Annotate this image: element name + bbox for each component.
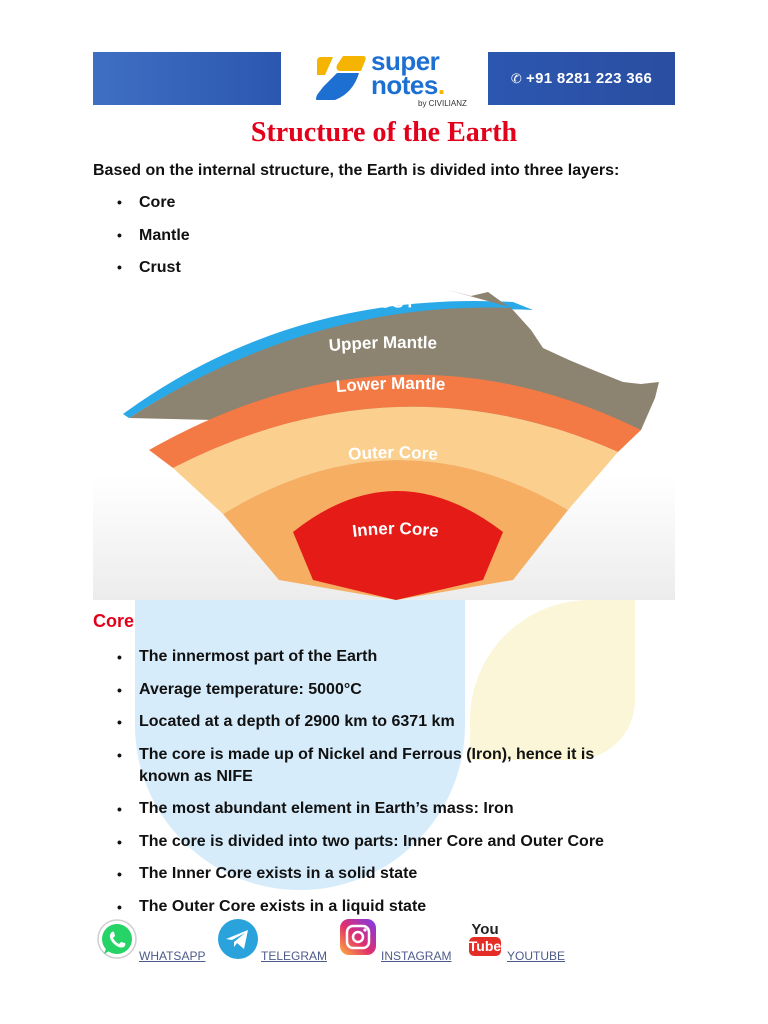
- phone-icon: ✆: [510, 70, 523, 86]
- core-heading: Core: [93, 611, 135, 631]
- header-banner: super notes. by CIVILIANZ ✆ +91 8281 223…: [93, 48, 675, 108]
- list-item: The Inner Core exists in a solid state: [117, 863, 617, 885]
- lower-mantle-layer: [173, 406, 618, 514]
- social-links: WHATSAPP TELEGRAM INSTAGRAM You: [93, 918, 653, 968]
- whatsapp-icon: [97, 919, 137, 959]
- earth-layers-svg: CRUST Upper Mantle Lower Mantle Outer Co…: [123, 290, 659, 600]
- list-item: The core is made up of Nickel and Ferrou…: [117, 744, 617, 788]
- header-left-bar: [93, 52, 281, 105]
- upper-mantle-layer: [149, 374, 641, 468]
- crust-label: CRUST: [351, 292, 416, 313]
- list-item: Mantle: [117, 227, 190, 260]
- list-item: Crust: [117, 259, 190, 292]
- lower-mantle-label: Lower Mantle: [335, 374, 446, 396]
- upper-mantle-label: Upper Mantle: [328, 333, 437, 355]
- core-points-list: The innermost part of the Earth Average …: [117, 646, 617, 928]
- logo-wordmark: super notes.: [371, 46, 445, 100]
- earth-structure-diagram: CRUST Upper Mantle Lower Mantle Outer Co…: [93, 290, 675, 600]
- youtube-link-text[interactable]: YOUTUBE: [507, 949, 566, 963]
- youtube-icon: You Tube: [469, 921, 502, 956]
- list-item: Core: [117, 194, 190, 227]
- list-item: The core is divided into two parts: Inne…: [117, 831, 617, 853]
- logo-dot: .: [437, 70, 445, 100]
- list-item: Located at a depth of 2900 km to 6371 km: [117, 711, 617, 733]
- logo-line2: notes: [371, 70, 438, 100]
- layers-list: Core Mantle Crust: [117, 194, 190, 292]
- instagram-link[interactable]: INSTAGRAM: [339, 918, 451, 963]
- inner-core-label: Inner Core: [351, 519, 440, 541]
- logo-line1: super: [371, 46, 440, 76]
- youtube-link[interactable]: You Tube YOUTUBE: [467, 918, 565, 963]
- svg-text:Tube: Tube: [469, 938, 502, 954]
- phone-number: +91 8281 223 366: [526, 70, 653, 87]
- whatsapp-link-text[interactable]: WHATSAPP: [139, 949, 206, 963]
- list-item: The most abundant element in Earth’s mas…: [117, 798, 617, 820]
- list-item: The Outer Core exists in a liquid state: [117, 896, 617, 918]
- supernotes-logo-mark: [316, 56, 366, 100]
- intro-text: Based on the internal structure, the Ear…: [93, 162, 620, 179]
- page-title: Structure of the Earth: [250, 117, 518, 148]
- phone-banner[interactable]: ✆ +91 8281 223 366: [488, 52, 675, 105]
- svg-text:You: You: [471, 921, 498, 938]
- instagram-icon: [340, 919, 376, 955]
- telegram-link-text[interactable]: TELEGRAM: [261, 949, 328, 963]
- atmosphere-layer: [123, 300, 533, 418]
- instagram-link-text[interactable]: INSTAGRAM: [381, 949, 452, 963]
- telegram-icon: [218, 919, 258, 959]
- inner-core-layer: [293, 491, 503, 600]
- whatsapp-link[interactable]: WHATSAPP: [95, 918, 205, 967]
- list-item: The innermost part of the Earth: [117, 646, 617, 668]
- list-item: Average temperature: 5000°C: [117, 679, 617, 701]
- logo-byline: by CIVILIANZ: [418, 99, 467, 108]
- outer-core-label: Outer Core: [348, 443, 439, 464]
- telegram-link[interactable]: TELEGRAM: [217, 918, 327, 965]
- supernotes-logo: super notes. by CIVILIANZ: [313, 46, 467, 111]
